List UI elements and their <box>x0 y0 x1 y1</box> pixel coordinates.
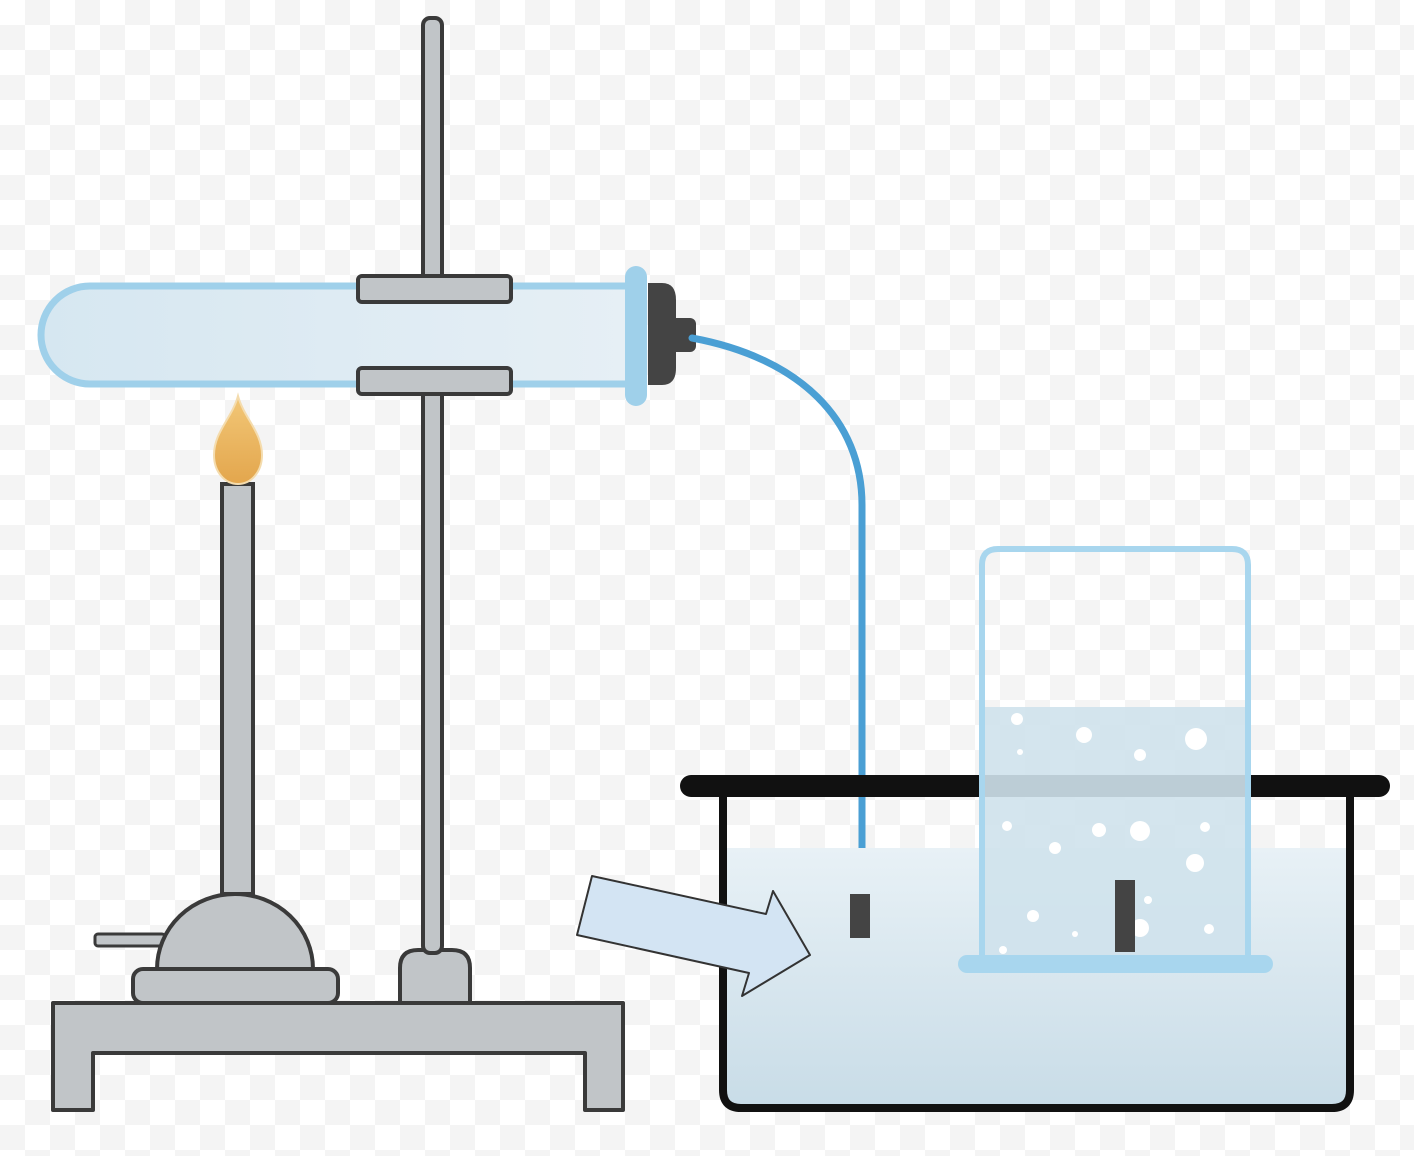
rubber-stopper <box>648 283 696 385</box>
pointer-arrow <box>576 875 811 997</box>
gas-bubbles <box>999 713 1214 954</box>
boiling-tube <box>37 266 647 406</box>
gas-jar <box>979 546 1251 958</box>
burner-base <box>131 967 340 1005</box>
tube-connector-left <box>850 894 870 938</box>
stand-rod <box>421 16 444 955</box>
bunsen-burner <box>93 482 340 1005</box>
trough-walls <box>719 790 1354 1112</box>
beehive-shelf <box>958 955 1273 973</box>
tube-lip <box>625 266 647 406</box>
retort-stand <box>51 16 625 1112</box>
burner-dome <box>154 892 316 971</box>
flame <box>212 392 264 486</box>
tube-connector-right <box>1115 880 1135 952</box>
clamp-jaw-bottom <box>356 366 513 396</box>
burner-gas-inlet <box>93 932 167 948</box>
stand-rod-foot <box>398 948 472 1005</box>
gas-jar-outline <box>979 546 1251 958</box>
clamp-jaw-top <box>356 274 513 304</box>
stand-base <box>51 1001 625 1112</box>
burner-barrel <box>220 482 255 896</box>
clamp <box>356 274 513 396</box>
